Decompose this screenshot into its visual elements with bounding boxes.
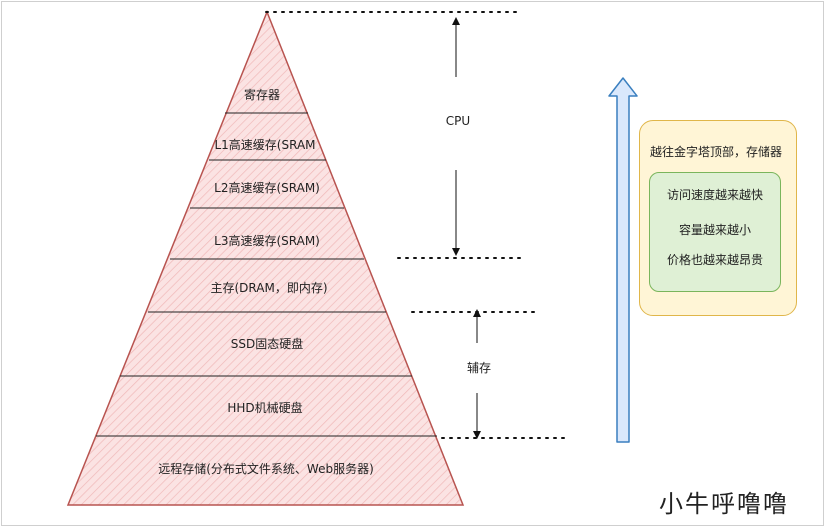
pyramid-labels: 寄存器 L1高速缓存(SRAM L2高速缓存(SRAM) L3高速缓存(SRAM… — [158, 87, 374, 476]
info-detail-box: 访问速度越来越快 容量越来越小 价格也越来越昂贵 — [649, 172, 781, 292]
layer-label-l1: L1高速缓存(SRAM — [214, 137, 315, 152]
info-line-speed: 访问速度越来越快 — [666, 188, 763, 202]
cpu-label: CPU — [446, 114, 470, 128]
info-line-capacity: 容量越来越小 — [678, 223, 751, 237]
layer-label-remote: 远程存储(分布式文件系统、Web服务器) — [158, 461, 374, 476]
info-title: 越往金字塔顶部，存储器 — [650, 145, 783, 159]
layer-label-main-memory: 主存(DRAM，即内存) — [210, 281, 327, 295]
layer-label-ssd: SSD固态硬盘 — [231, 336, 303, 351]
layer-label-l3: L3高速缓存(SRAM) — [214, 233, 320, 248]
aux-label: 辅存 — [467, 361, 491, 375]
pyramid-dividers — [96, 112, 437, 437]
layer-label-l2: L2高速缓存(SRAM) — [214, 180, 320, 195]
layer-label-registers: 寄存器 — [244, 87, 280, 102]
upward-arrow — [608, 77, 638, 443]
info-box: 越往金字塔顶部，存储器 访问速度越来越快 容量越来越小 价格也越来越昂贵 — [639, 120, 797, 316]
layer-label-hdd: HHD机械硬盘 — [227, 400, 302, 415]
author-signature: 小牛呼噜噜 — [659, 490, 789, 518]
info-line-price: 价格也越来越昂贵 — [666, 253, 763, 267]
